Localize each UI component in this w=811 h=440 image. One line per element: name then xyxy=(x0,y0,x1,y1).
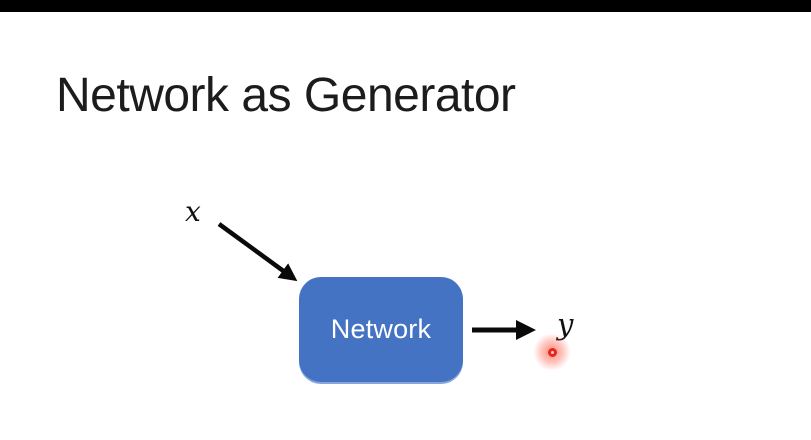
input-variable-label: x xyxy=(185,195,201,228)
network-box: Network xyxy=(299,277,463,382)
page-title: Network as Generator xyxy=(56,69,516,122)
top-letterbox-bar xyxy=(0,0,811,12)
output-variable-label: y xyxy=(557,307,574,341)
laser-pointer-ring xyxy=(547,347,557,357)
input-arrow-icon xyxy=(217,222,298,282)
laser-pointer-dot xyxy=(533,333,571,371)
network-box-label: Network xyxy=(330,314,432,344)
